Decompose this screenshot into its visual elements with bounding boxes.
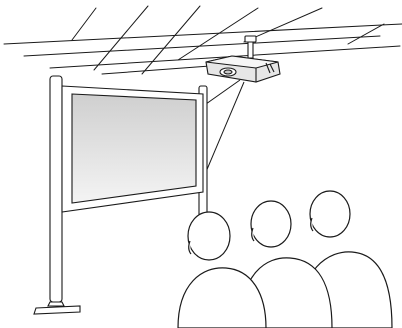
screen-on-stand [34,76,207,314]
ceiling-grid [4,6,402,74]
projector [206,56,280,82]
left-post [50,76,62,302]
audience-person [178,212,266,328]
audience-person [298,191,392,328]
screen-surface [72,94,196,203]
stand-foot [34,306,80,314]
audience [178,191,392,328]
